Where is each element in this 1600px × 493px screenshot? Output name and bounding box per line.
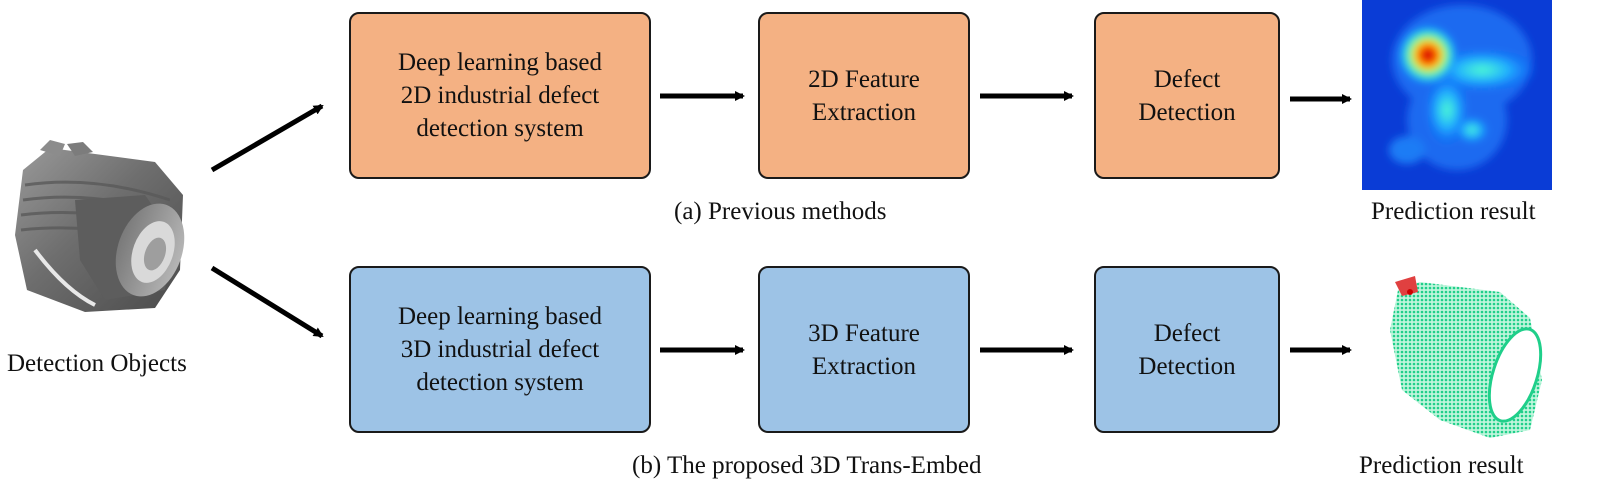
- arrow-input-to-proposed: [210, 265, 324, 339]
- prop-step-defect-detection: Defect Detection: [1094, 266, 1280, 433]
- prev-step-2d-system-label: Deep learning based 2D industrial defect…: [397, 49, 603, 142]
- heatmap-prediction-image: [1362, 0, 1552, 190]
- detection-objects-label: Detection Objects: [7, 350, 187, 377]
- previous-methods-caption: (a) Previous methods: [674, 198, 887, 225]
- prev-step-2d-system: Deep learning based 2D industrial defect…: [349, 12, 651, 179]
- prop-step-3d-feature-extraction: 3D Feature Extraction: [758, 266, 970, 433]
- prev-step-defect-detection: Defect Detection: [1094, 12, 1280, 179]
- arrow-input-to-previous: [210, 103, 324, 173]
- prev-step-2d-feature-extraction-label: 2D Feature Extraction: [808, 65, 920, 126]
- prop-step-defect-detection-label: Defect Detection: [1138, 319, 1236, 380]
- prediction-result-label-b: Prediction result: [1359, 452, 1524, 479]
- pointcloud-prediction-image: [1380, 270, 1555, 440]
- prop-step-3d-system: Deep learning based 3D industrial defect…: [349, 266, 651, 433]
- prop-step-3d-system-label: Deep learning based 3D industrial defect…: [397, 303, 603, 396]
- prev-step-2d-feature-extraction: 2D Feature Extraction: [758, 12, 970, 179]
- proposed-method-caption: (b) The proposed 3D Trans-Embed: [632, 452, 982, 479]
- prediction-result-label-a: Prediction result: [1371, 198, 1536, 225]
- prop-step-3d-feature-extraction-label: 3D Feature Extraction: [808, 319, 920, 380]
- detection-object-image: [5, 140, 190, 320]
- prev-step-defect-detection-label: Defect Detection: [1138, 65, 1236, 126]
